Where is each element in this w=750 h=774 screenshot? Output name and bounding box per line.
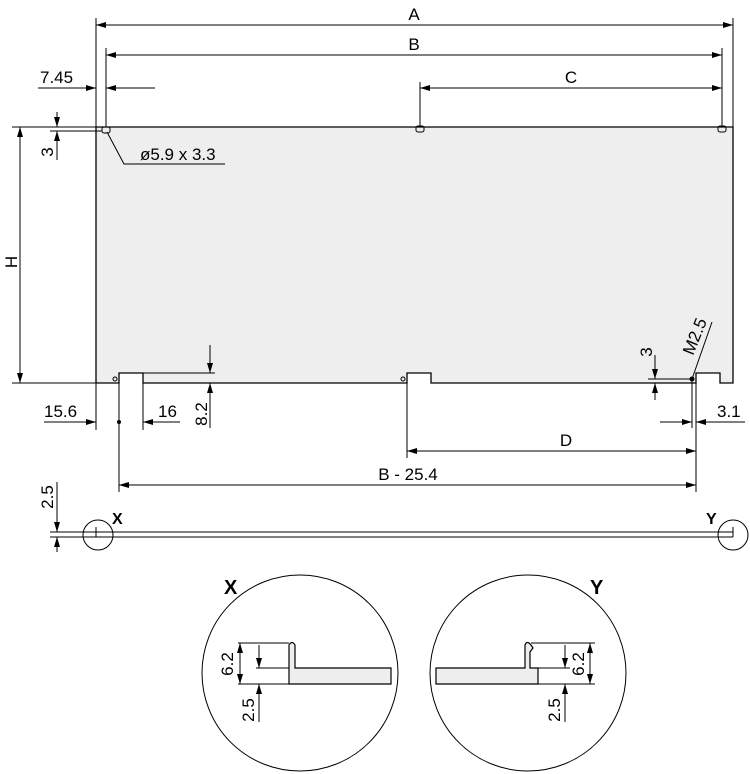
detail-x-height: 6.2: [218, 652, 237, 676]
detail-x-marker: X: [112, 511, 123, 528]
detail-x-thickness: 2.5: [239, 698, 258, 722]
dim-notch-depth: 8.2: [192, 402, 211, 426]
dim-b-minus: B - 25.4: [378, 465, 438, 484]
detail-y: Y 6.2 2.5: [429, 574, 627, 772]
dim-slot-size: ø5.9 x 3.3: [140, 145, 216, 164]
panel-outline: [95, 126, 734, 384]
dimension-lines: [12, 18, 749, 552]
dim-thickness: 2.5: [38, 485, 57, 509]
hole-middle: [400, 376, 406, 382]
dim-notch-width: 16: [158, 402, 177, 421]
dim-h: H: [2, 256, 21, 268]
detail-y-marker: Y: [706, 511, 717, 528]
detail-y-thickness: 2.5: [545, 698, 564, 722]
dim-hole-offset: 3: [637, 347, 656, 356]
detail-y-height: 6.2: [569, 652, 588, 676]
dim-right-offset: 3.1: [717, 402, 741, 421]
dim-d: D: [560, 431, 572, 450]
dim-b: B: [408, 35, 419, 54]
detail-y-label: Y: [590, 577, 604, 599]
dim-c: C: [565, 68, 577, 87]
detail-x: X 6.2 2.5: [201, 574, 399, 772]
dim-left-offset: 7.45: [40, 68, 73, 87]
dim-a: A: [408, 5, 420, 24]
dim-notch-left: 15.6: [44, 402, 77, 421]
hole-left: [112, 376, 118, 382]
dim-slot-offset: 3: [38, 147, 57, 156]
detail-x-label: X: [224, 577, 238, 599]
